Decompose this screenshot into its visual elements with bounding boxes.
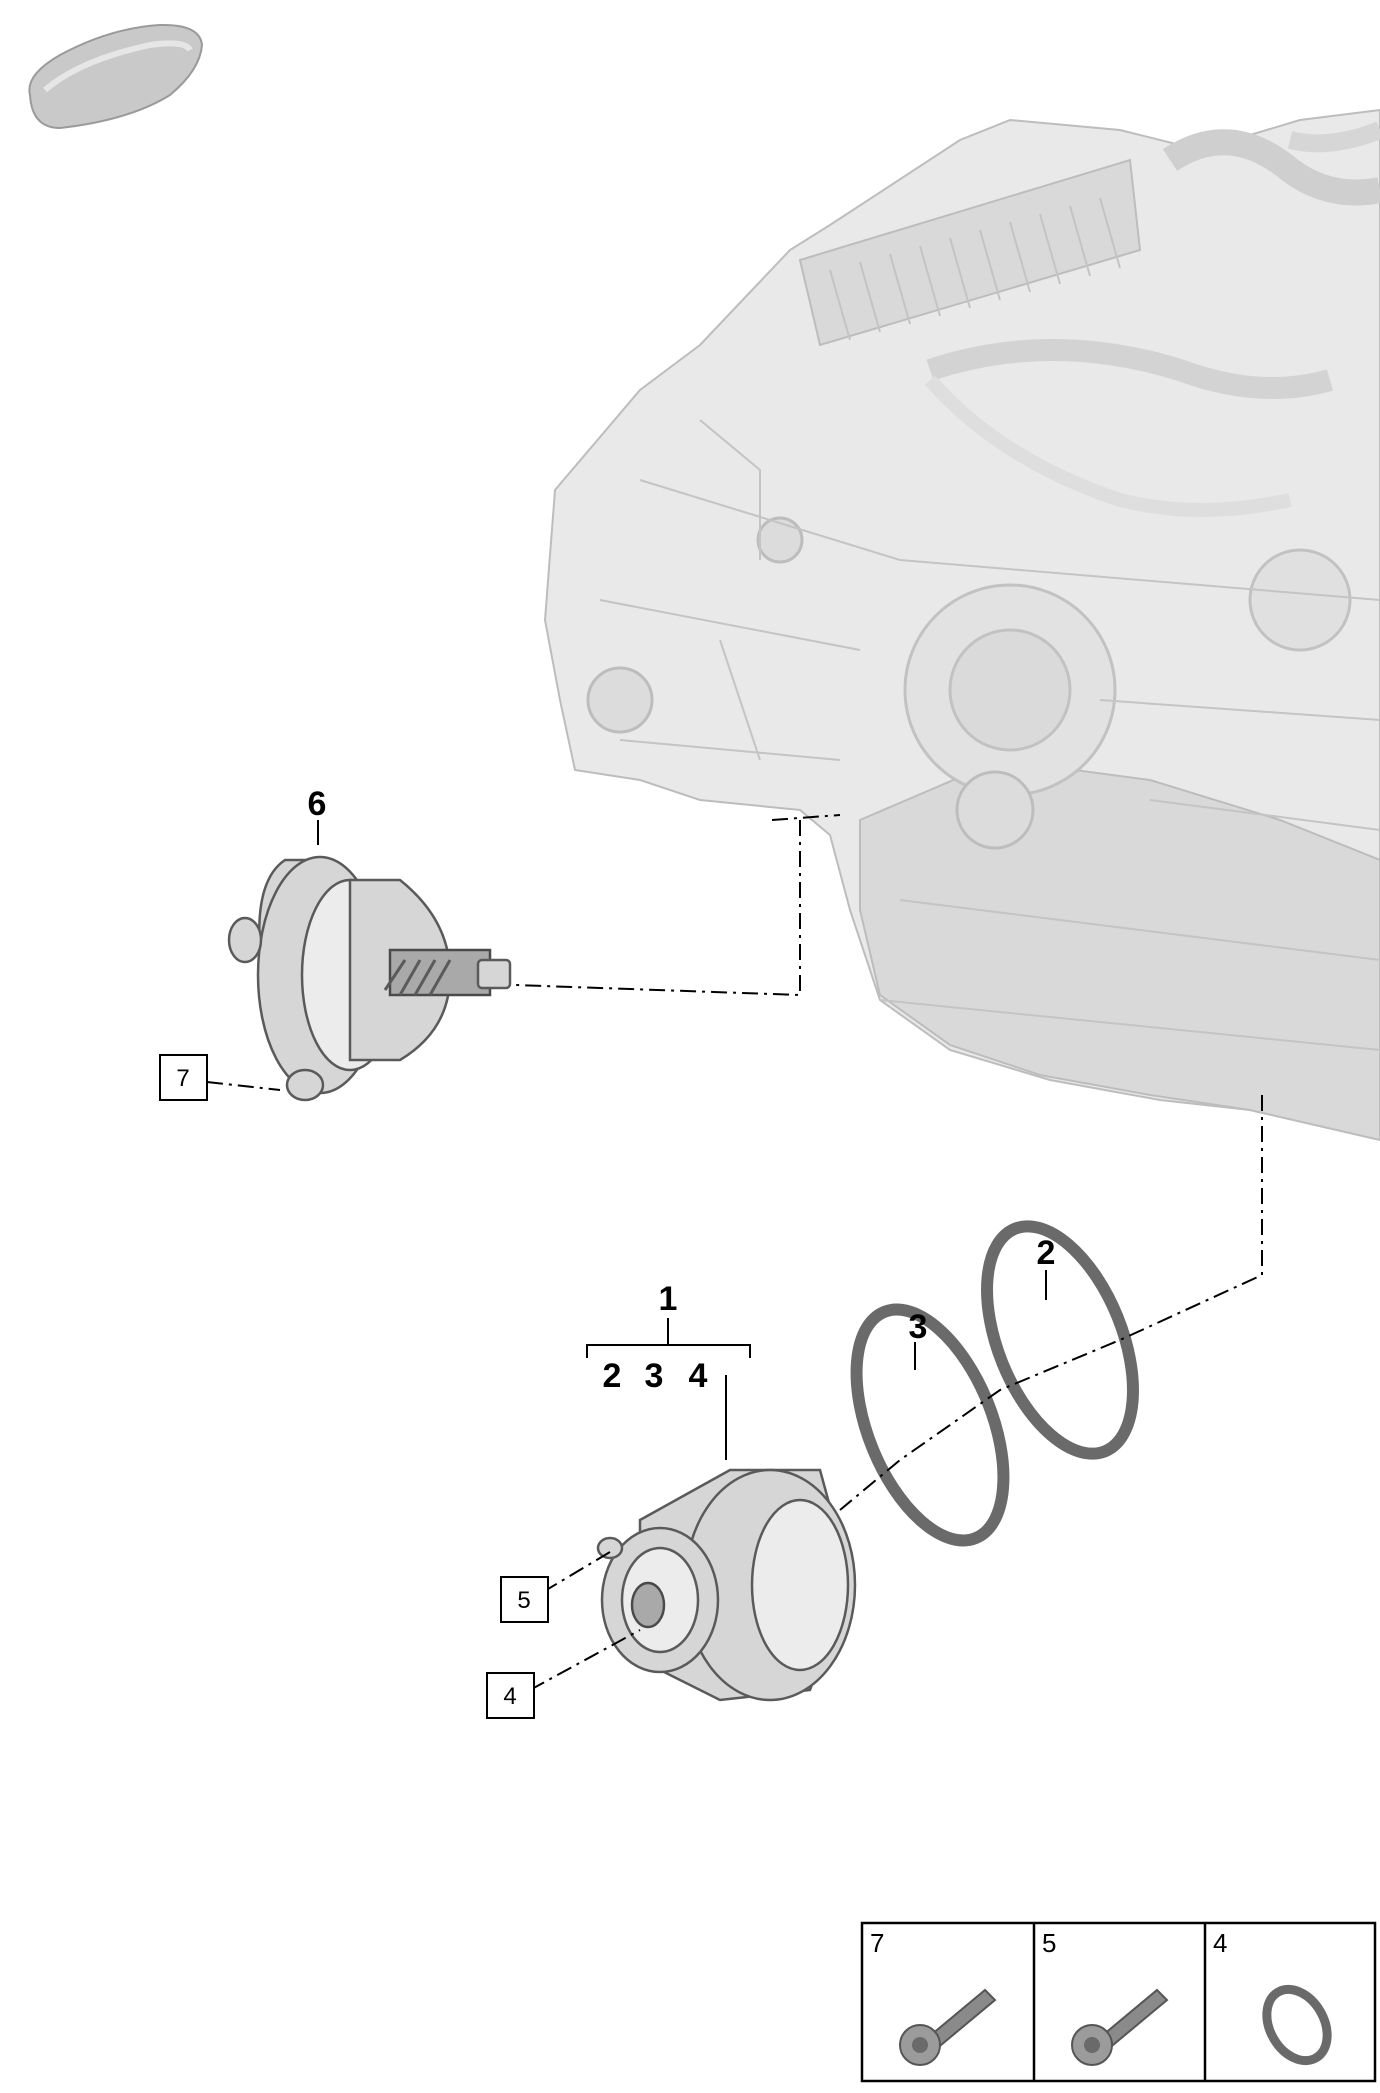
engine-assembly	[543, 108, 1380, 1142]
svg-text:5: 5	[1042, 1928, 1056, 1958]
legend-cell-5: 5	[1042, 1928, 1169, 2066]
svg-text:4: 4	[1213, 1928, 1227, 1958]
group-item-3: 3	[645, 1357, 664, 1395]
part-1-water-pump	[596, 1468, 857, 1702]
vehicle-silhouette-icon	[28, 23, 204, 130]
svg-text:7: 7	[176, 1065, 189, 1092]
boxed-ref-4: 4	[486, 1672, 535, 1719]
boxed-ref-5: 5	[500, 1576, 549, 1623]
svg-text:4: 4	[503, 1683, 516, 1710]
bolt-icon	[899, 1988, 997, 2066]
legend-cell-7: 7	[870, 1928, 997, 2066]
group-item-4: 4	[689, 1357, 708, 1395]
boxed-ref-7: 7	[159, 1054, 208, 1101]
seal-ring-icon	[1262, 1984, 1332, 2066]
part-3-seal-ring	[850, 1303, 1010, 1547]
callout-6: 6	[308, 785, 327, 823]
part-6-thermostat	[227, 855, 512, 1102]
svg-text:5: 5	[517, 1587, 530, 1614]
group-item-2: 2	[603, 1357, 622, 1395]
callout-3: 3	[909, 1308, 928, 1346]
callout-2: 2	[1037, 1234, 1056, 1272]
bolt-icon	[1071, 1988, 1169, 2066]
part-2-seal-ring	[981, 1220, 1139, 1460]
leader-lines	[206, 814, 1263, 1691]
svg-text:7: 7	[870, 1928, 884, 1958]
legend-cell-4: 4	[1213, 1928, 1332, 2066]
fastener-legend: 7 5 4	[860, 1921, 1377, 2083]
callout-1: 1	[659, 1280, 678, 1318]
